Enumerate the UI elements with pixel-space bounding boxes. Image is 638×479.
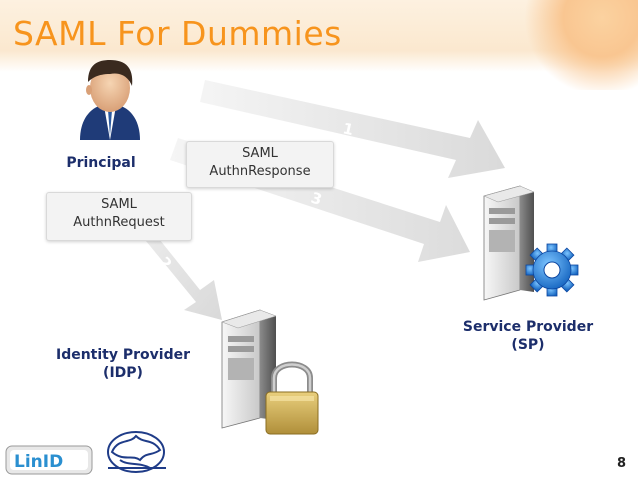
gear-icon [525,243,579,297]
padlock-icon [265,361,319,435]
authn-request-line2: AuthnRequest [73,215,165,230]
idp-label: Identity Provider (IDP) [38,346,208,382]
brain-logo [107,431,166,473]
idp-server-icon [221,309,277,429]
sp-label-line2: (SP) [511,337,545,353]
user-icon [80,60,140,140]
authn-response-line2: AuthnResponse [209,164,311,179]
arrow-step-1: 1 [200,80,505,178]
sp-label-line1: Service Provider [462,319,594,335]
authn-request-bubble: SAML AuthnRequest [46,192,192,241]
header-decoration [518,0,638,90]
idp-label-line1: Identity Provider [55,347,190,363]
authn-response-bubble: SAML AuthnResponse [186,141,334,188]
sp-label: Service Provider (SP) [448,318,608,354]
sp-server-icon [483,185,535,301]
linid-logo-text: LinID [14,452,63,472]
arrow-step-1-label: 1 [341,119,355,139]
authn-request-line1: SAML [101,197,137,212]
page-number: 8 [616,456,626,471]
slide-title: SAML For Dummies [13,14,342,53]
idp-label-line2: (IDP) [103,365,143,381]
principal-label: Principal [66,155,136,171]
authn-response-line1: SAML [242,146,278,161]
linid-logo: LinID [5,445,93,475]
arrow-step-3-label: 3 [309,189,324,209]
